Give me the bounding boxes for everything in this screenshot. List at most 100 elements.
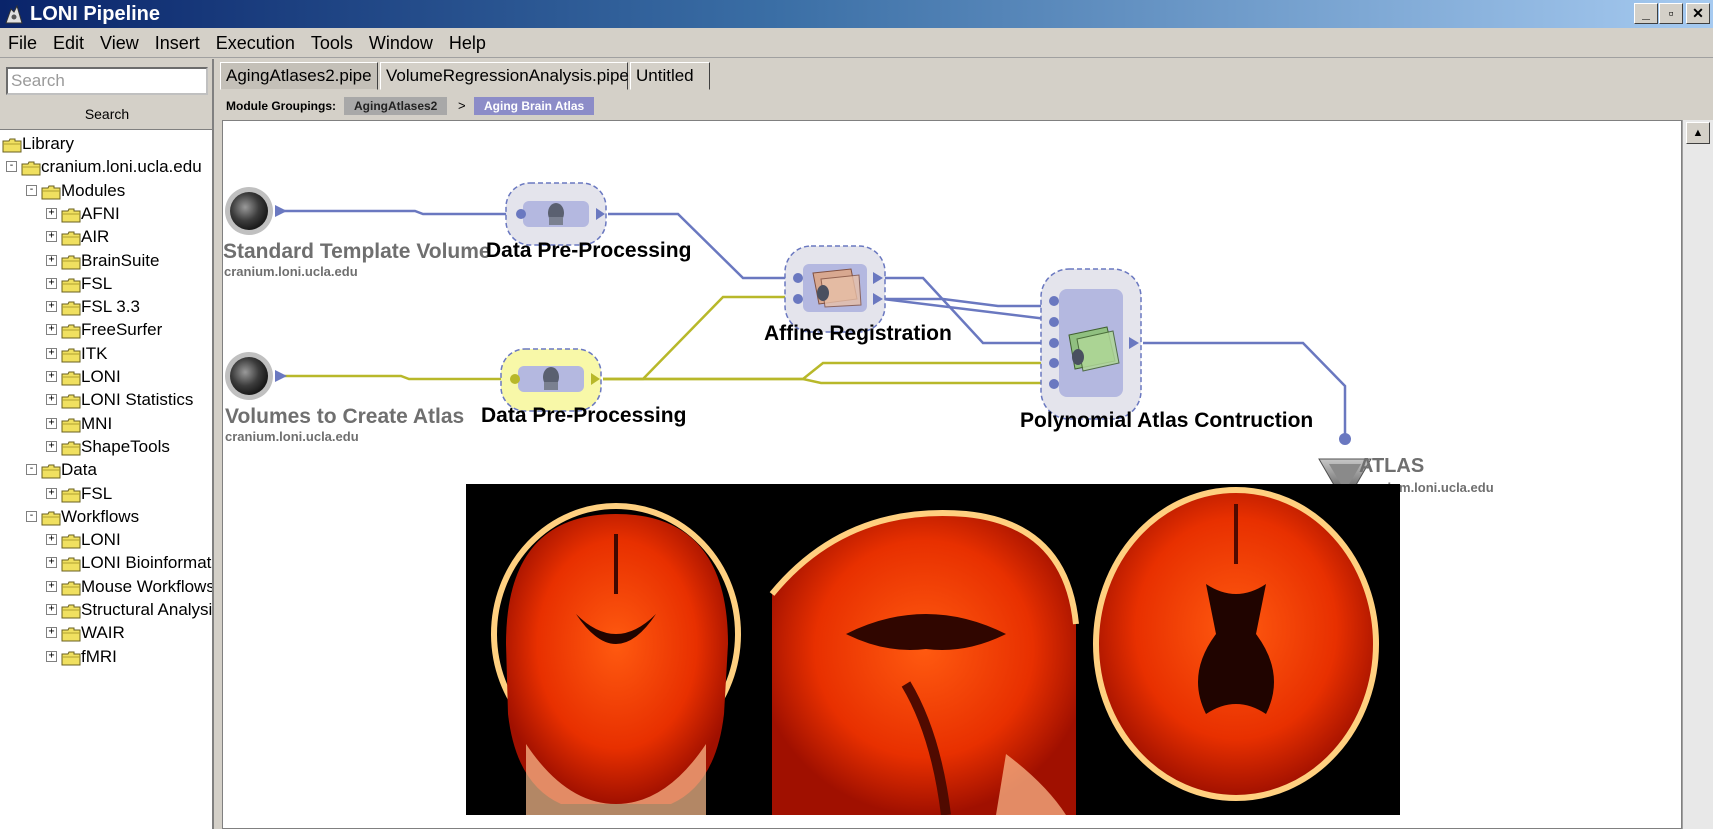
tree-label: WAIR — [81, 623, 125, 643]
tree-label: cranium.loni.ucla.edu — [41, 157, 202, 177]
library-panel: Search Library-cranium.loni.ucla.edu-Mod… — [0, 59, 214, 829]
tree-label: LONI — [81, 367, 121, 386]
tree-expander-icon[interactable]: + — [46, 371, 57, 382]
module-icon[interactable] — [505, 182, 607, 246]
tree-module-item[interactable]: + FSL — [0, 272, 212, 295]
tree-module-item[interactable]: + LONI Statistics — [0, 388, 212, 411]
axial-brain-image — [1093, 487, 1379, 801]
maximize-button[interactable]: ▫ — [1659, 3, 1683, 24]
breadcrumb-item-aging-brain-atlas[interactable]: Aging Brain Atlas — [474, 97, 595, 115]
breadcrumb-separator: > — [458, 98, 466, 113]
tree-root-library[interactable]: Library — [0, 132, 212, 155]
source-volumes-to-create-atlas-label: Volumes to Create Atlas — [225, 405, 465, 428]
tree-module-item[interactable]: + FreeSurfer — [0, 318, 212, 341]
tree-module-item[interactable]: +MNI — [0, 412, 212, 435]
tree-expander-icon[interactable]: + — [46, 534, 57, 546]
tree-workflow-item[interactable]: + WAIR — [0, 621, 212, 644]
tree-expander-icon[interactable]: + — [46, 207, 57, 219]
menu-edit[interactable]: Edit — [53, 33, 85, 53]
tree-label: Modules — [61, 180, 126, 200]
tree-label: BrainSuite — [81, 250, 160, 270]
scroll-up-button[interactable]: ▲ — [1686, 122, 1710, 144]
data-source-icon[interactable] — [225, 187, 287, 235]
tree-module-item[interactable]: + FSL 3.3 — [0, 295, 212, 318]
folder-icon — [61, 579, 81, 596]
data-source-icon[interactable] — [225, 352, 287, 400]
folder-icon — [61, 555, 81, 572]
tree-module-item[interactable]: +AIR — [0, 225, 212, 248]
library-tree: Library-cranium.loni.ucla.edu-Modules+AF… — [0, 129, 212, 829]
tree-expander-icon[interactable]: + — [46, 254, 57, 266]
tree-label: LONI — [81, 530, 121, 550]
search-button[interactable]: Search — [84, 106, 130, 122]
sink-atlas-label: ATLAS — [1359, 455, 1425, 477]
tree-data-item[interactable]: + FSL — [0, 482, 212, 505]
folder-icon — [61, 392, 81, 409]
tree-expander-icon[interactable]: + — [46, 557, 57, 569]
module-icon[interactable] — [1040, 268, 1142, 420]
tree-workflow-item[interactable]: + LONI — [0, 528, 212, 551]
tree-module-item[interactable]: + BrainSuite — [0, 249, 212, 272]
menu-execution[interactable]: Execution — [215, 33, 295, 53]
tree-label: AFNI — [81, 203, 120, 223]
tree-expander-icon[interactable]: + — [46, 604, 57, 615]
tree-expander-icon[interactable]: + — [46, 324, 57, 336]
tree-expander-icon[interactable]: - — [26, 510, 37, 522]
folder-icon — [61, 276, 81, 293]
tree-expander-icon[interactable]: + — [46, 627, 57, 639]
tree-expander-icon[interactable]: + — [46, 301, 57, 313]
tree-label: FSL — [81, 273, 113, 293]
tree-expander-icon[interactable]: + — [46, 440, 57, 452]
tab-untitled[interactable]: Untitled — [630, 62, 710, 90]
canvas-vertical-scrollbar[interactable]: ▲ — [1682, 120, 1713, 829]
tree-expander-icon[interactable]: + — [46, 580, 57, 592]
tree-module-item[interactable]: +ShapeTools — [0, 435, 212, 458]
tree-workflow-item[interactable]: +fMRI — [0, 645, 212, 668]
menu-view[interactable]: View — [100, 33, 139, 53]
folder-icon — [41, 183, 61, 200]
tree-expander-icon[interactable]: + — [46, 650, 57, 662]
title-bar: LONI Pipeline _ ▫ ✕ — [0, 0, 1713, 28]
menu-tools[interactable]: Tools — [310, 33, 353, 53]
tree-server[interactable]: - cranium.loni.ucla.edu — [0, 155, 212, 178]
tab-volumeregressionanalysis[interactable]: VolumeRegressionAnalysis.pipe — [380, 62, 629, 90]
tree-expander-icon[interactable]: + — [46, 347, 57, 359]
tree-expander-icon[interactable]: - — [6, 161, 17, 173]
tree-expander-icon[interactable]: - — [26, 464, 37, 476]
tree-workflow-item[interactable]: +LONI Bioinformatics — [0, 551, 212, 574]
tree-expander-icon[interactable]: + — [46, 487, 57, 499]
tree-module-item[interactable]: +ITK — [0, 342, 212, 365]
module-icon[interactable] — [784, 245, 886, 333]
tree-expander-icon[interactable]: - — [26, 184, 37, 196]
module-icon[interactable] — [500, 348, 602, 412]
breadcrumb-item-agingatlases2[interactable]: AgingAtlases2 — [344, 97, 448, 115]
tree-folder-data[interactable]: -Data — [0, 458, 212, 481]
workflow-canvas[interactable]: Standard Template Volume cranium.loni.uc… — [222, 120, 1682, 829]
tree-workflow-item[interactable]: + Structural Analysis — [0, 598, 212, 621]
tree-folder-modules[interactable]: - Modules — [0, 179, 212, 202]
preprocessing-2-label: Data Pre-Processing — [481, 404, 687, 427]
tree-label: FSL — [81, 483, 113, 503]
tree-label: FreeSurfer — [81, 320, 163, 340]
tree-folder-workflows[interactable]: -Workflows — [0, 505, 212, 528]
close-button[interactable]: ✕ — [1686, 3, 1710, 24]
tree-label: FSL 3.3 — [81, 297, 140, 317]
tree-module-item[interactable]: + LONI — [0, 365, 212, 388]
tree-label: LONI Statistics — [81, 390, 194, 410]
menu-insert[interactable]: Insert — [154, 33, 200, 53]
minimize-button[interactable]: _ — [1634, 3, 1658, 24]
tree-label: Structural Analysis — [81, 600, 212, 619]
tree-expander-icon[interactable]: + — [46, 394, 57, 406]
tree-workflow-item[interactable]: +Mouse Workflows — [0, 575, 212, 598]
tree-expander-icon[interactable]: + — [46, 277, 57, 289]
tree-expander-icon[interactable]: + — [46, 231, 57, 243]
tree-module-item[interactable]: + AFNI — [0, 202, 212, 225]
folder-icon — [61, 416, 81, 433]
tree-expander-icon[interactable]: + — [46, 417, 57, 429]
search-input[interactable] — [6, 67, 208, 95]
menu-window[interactable]: Window — [368, 33, 433, 53]
tab-agingatlases2[interactable]: AgingAtlases2.pipe — [220, 62, 378, 90]
menu-file[interactable]: File — [8, 33, 38, 53]
data-sink-icon[interactable] — [1318, 433, 1372, 505]
menu-help[interactable]: Help — [448, 33, 486, 53]
